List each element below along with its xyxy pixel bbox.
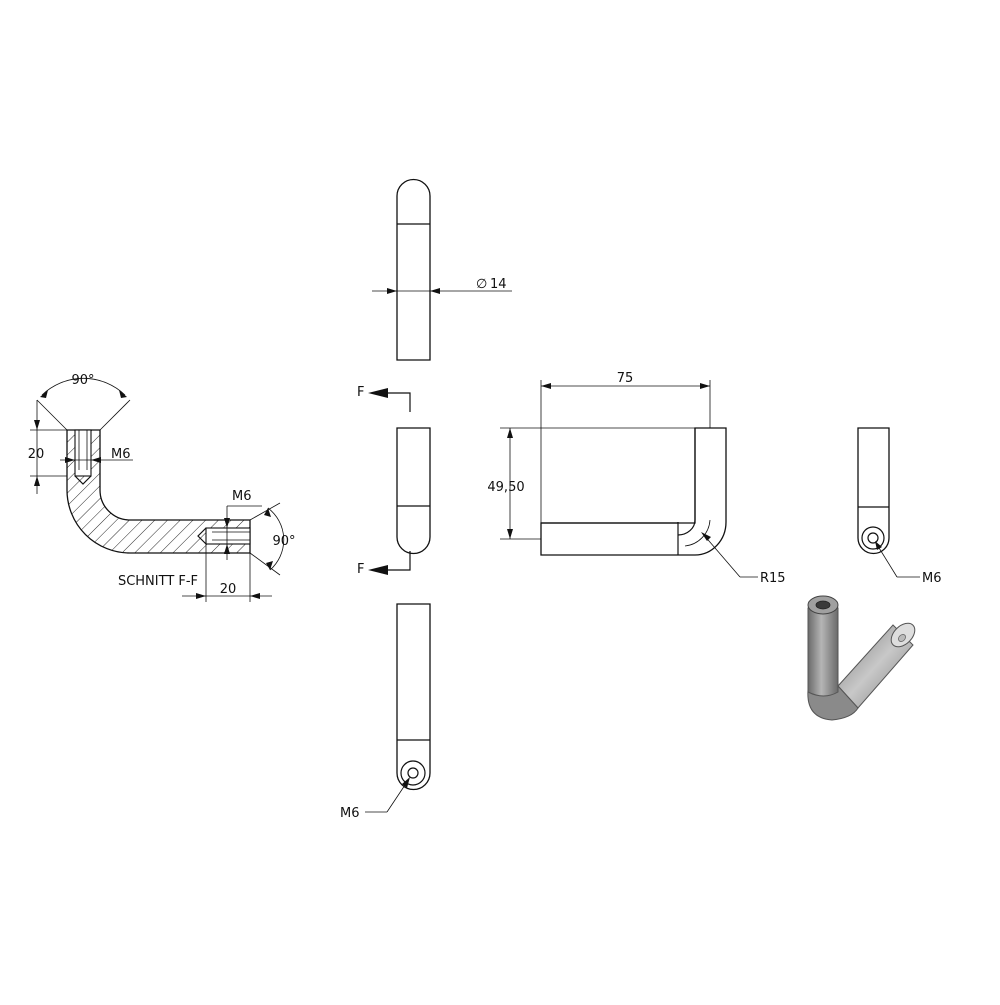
top-view-body (396, 178, 431, 361)
thread-label-end: M6 (922, 571, 942, 586)
angle-label-top: 90° (71, 373, 94, 388)
iso-vertical-leg (807, 607, 839, 697)
thread-hole-inner (407, 767, 419, 779)
thread-label-bottom: M6 (340, 806, 360, 821)
thread-bore-right (205, 527, 251, 545)
height-label: 49,50 (487, 480, 524, 495)
front-view: F F (357, 385, 431, 577)
end-thread-inner (867, 532, 879, 544)
angle-label-right: 90° (272, 534, 295, 549)
cut-label-top: F (357, 385, 364, 400)
diameter-label: 14 (490, 277, 507, 292)
bottom-view: M6 (340, 603, 431, 821)
top-view: ∅ 14 (372, 178, 512, 361)
section-body (66, 429, 251, 554)
depth-label-vertical: 20 (28, 447, 45, 462)
thread-hole-outer (400, 760, 426, 786)
width-label: 75 (617, 371, 634, 386)
bottom-view-body (396, 603, 431, 791)
side-view-body (540, 427, 727, 556)
section-title: SCHNITT F-F (118, 574, 198, 589)
diameter-symbol: ∅ (476, 277, 487, 292)
section-view: 90° 20 M6 M6 90° 20 SCHNITT F-F (28, 373, 296, 602)
thread-label-right: M6 (232, 489, 252, 504)
isometric-view (807, 595, 916, 721)
radius-label: R15 (760, 571, 786, 586)
depth-label-horizontal: 20 (220, 582, 237, 597)
end-view: M6 (857, 427, 942, 586)
end-view-body (857, 427, 890, 555)
thread-label-top: M6 (111, 447, 131, 462)
thread-bore-top (74, 429, 92, 477)
front-view-body (396, 427, 431, 555)
side-view: 75 49,50 R15 (487, 371, 785, 586)
end-thread-outer (861, 526, 885, 550)
cut-label-bottom: F (357, 562, 364, 577)
